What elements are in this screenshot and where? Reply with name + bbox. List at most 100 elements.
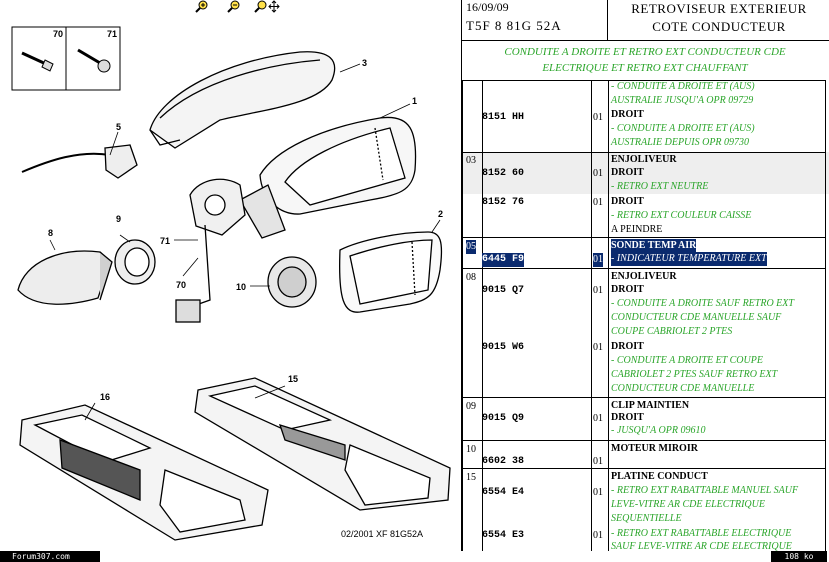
- table-cell-label: DROIT: [611, 109, 644, 120]
- clip-9: [114, 239, 156, 285]
- table-cell-condition: SEQUENTIELLE: [611, 513, 682, 524]
- temp-sensor: [21, 144, 138, 179]
- table-cell-label: DROIT: [611, 341, 644, 352]
- table-cell-position: 10: [466, 444, 476, 455]
- description-line-2: ELECTRIQUE ET RETRO EXT CHAUFFANT: [542, 62, 748, 74]
- row-band: [462, 152, 829, 194]
- table-cell-position: 08: [466, 272, 476, 283]
- table-cell-condition: - CONDUITE A DROITE ET (AUS): [611, 123, 755, 134]
- table-cell-ref[interactable]: 9015 Q7: [482, 285, 525, 296]
- mirror-housing: [239, 116, 417, 239]
- callout-9: 9: [116, 214, 121, 224]
- callout-10: 10: [236, 282, 246, 292]
- parts-table: 16/09/09 T5F 8 81G 52A RETROVISEUR EXTER…: [462, 0, 829, 551]
- mirror-cap: [149, 51, 336, 149]
- table-cell-title: ENJOLIVEUR: [611, 154, 677, 165]
- table-cell-condition: - RETRO EXT NEUTRE: [611, 181, 709, 192]
- table-cell-condition: CONDUCTEUR CDE MANUELLE SAUF: [611, 312, 782, 323]
- callout-70: 70: [53, 29, 63, 39]
- header-code: T5F 8 81G 52A: [466, 18, 562, 33]
- table-cell-title: SONDE TEMP AIR: [611, 239, 697, 253]
- table-cell-condition: - CONDUITE A DROITE ET COUPE: [611, 355, 763, 366]
- table-cell-label: DROIT: [611, 167, 644, 178]
- table-cell-title: CLIP MAINTIEN: [611, 400, 690, 411]
- switch-panel-15: [194, 377, 451, 511]
- table-cell-condition: LEVE-VITRE AR CDE ELECTRIQUE: [611, 499, 765, 510]
- switch-panel-16: [19, 404, 269, 541]
- table-cell-position: 15: [466, 472, 476, 483]
- table-cell-ref[interactable]: 8152 60: [482, 168, 525, 179]
- table-cell-condition: COUPE CABRIOLET 2 PTES: [611, 326, 733, 337]
- table-cell-title: ENJOLIVEUR: [611, 271, 677, 282]
- table-cell-condition: - CONDUITE A DROITE ET (AUS): [611, 81, 755, 92]
- table-cell-ref[interactable]: 6554 E3: [482, 530, 525, 541]
- table-cell-qty: 01: [593, 168, 603, 179]
- table-cell-ref[interactable]: 6602 38: [482, 456, 525, 467]
- parts-diagram: 70 71 3 1 5 9 8 71 70 10 2 15 16 02/2001…: [0, 0, 461, 541]
- title-line-1: RETROVISEUR EXTERIEUR: [631, 1, 807, 16]
- table-cell-qty: 01: [593, 253, 603, 267]
- table-cell-label: DROIT: [611, 284, 644, 295]
- table-cell-qty: 01: [593, 413, 603, 424]
- table-cell-condition: - RETRO EXT RABATTABLE ELECTRIQUE: [611, 528, 792, 539]
- table-cell-label: DROIT: [611, 412, 644, 423]
- drawing-reference: 02/2001 XF 81G52A: [341, 529, 424, 539]
- screw-box-70: [11, 26, 121, 91]
- file-size: 108 ko: [771, 551, 827, 562]
- zoom-in-icon[interactable]: [194, 0, 210, 13]
- table-cell-title: MOTEUR MIROIR: [611, 443, 698, 454]
- site-label: Forum307.com: [0, 551, 100, 562]
- callout-16: 16: [100, 392, 110, 402]
- table-cell-qty: 01: [593, 487, 603, 498]
- mirror-bracket: [175, 178, 246, 323]
- table-cell-position: 05: [466, 240, 476, 254]
- callout-70-lower: 70: [176, 280, 186, 290]
- table-cell-qty: 01: [593, 197, 603, 208]
- callout-3: 3: [362, 58, 367, 68]
- callout-15: 15: [288, 374, 298, 384]
- callout-8: 8: [48, 228, 53, 238]
- panel-divider: [461, 0, 462, 551]
- mirror-glass: [338, 231, 443, 313]
- table-cell-position: 09: [466, 401, 476, 412]
- table-cell-condition: CONDUCTEUR CDE MANUELLE: [611, 383, 755, 394]
- table-cell-condition: CABRIOLET 2 PTES SAUF RETRO EXT: [611, 369, 778, 380]
- callout-1: 1: [412, 96, 417, 106]
- table-cell-ref[interactable]: 9015 Q9: [482, 413, 525, 424]
- table-cell-qty: 01: [593, 342, 603, 353]
- zoom-toolbar: [0, 0, 461, 14]
- page-title: RETROVISEUR EXTERIEUR COTE CONDUCTEUR: [609, 0, 829, 36]
- callout-5: 5: [116, 122, 121, 132]
- table-cell-ref[interactable]: 9015 W6: [482, 342, 525, 353]
- table-cell-qty: 01: [593, 530, 603, 541]
- mirror-motor: [267, 256, 317, 308]
- table-cell-qty: 01: [593, 112, 603, 123]
- table-cell-qty: 01: [593, 456, 603, 467]
- table-cell-qty: 01: [593, 285, 603, 296]
- table-cell-condition: - RETRO EXT RABATTABLE MANUEL SAUF: [611, 485, 799, 496]
- table-cell-condition: AUSTRALIE DEPUIS OPR 09730: [611, 137, 750, 148]
- table-cell-position: 03: [466, 155, 476, 166]
- header-date: 16/09/09: [466, 0, 509, 14]
- callout-71: 71: [107, 29, 117, 39]
- title-line-2: COTE CONDUCTEUR: [652, 19, 786, 34]
- table-cell-ref[interactable]: 6445 F9: [482, 253, 525, 267]
- table-cell-ref[interactable]: 6554 E4: [482, 487, 525, 498]
- table-cell-condition: - RETRO EXT COULEUR CAISSE: [611, 210, 752, 221]
- table-cell-label: DROIT: [611, 196, 644, 207]
- callout-71-lower: 71: [160, 236, 170, 246]
- description-line-1: CONDUITE A DROITE ET RETRO EXT CONDUCTEU…: [504, 46, 786, 58]
- assembly-description: CONDUITE A DROITE ET RETRO EXT CONDUCTEU…: [462, 44, 828, 76]
- table-cell-condition: AUSTRALIE JUSQU'A OPR 09729: [611, 95, 754, 106]
- status-bar: Forum307.com 108 ko: [0, 551, 829, 562]
- exploded-view: 70 71 3 1 5 9 8 71 70 10 2 15 16: [11, 26, 451, 541]
- zoom-pan-icon[interactable]: [254, 0, 282, 13]
- table-cell-ref[interactable]: 8152 76: [482, 197, 525, 208]
- table-cell-title: PLATINE CONDUCT: [611, 471, 708, 482]
- zoom-out-icon[interactable]: [226, 0, 242, 13]
- table-cell-condition: - JUSQU'A OPR 09610: [611, 425, 706, 436]
- table-cell-condition: - CONDUITE A DROITE SAUF RETRO EXT: [611, 298, 794, 309]
- table-cell-condition: SAUF LEVE-VITRE AR CDE ELECTRIQUE: [611, 541, 792, 551]
- table-cell-ref[interactable]: 8151 HH: [482, 112, 525, 123]
- table-cell-condition: A PEINDRE: [611, 224, 663, 235]
